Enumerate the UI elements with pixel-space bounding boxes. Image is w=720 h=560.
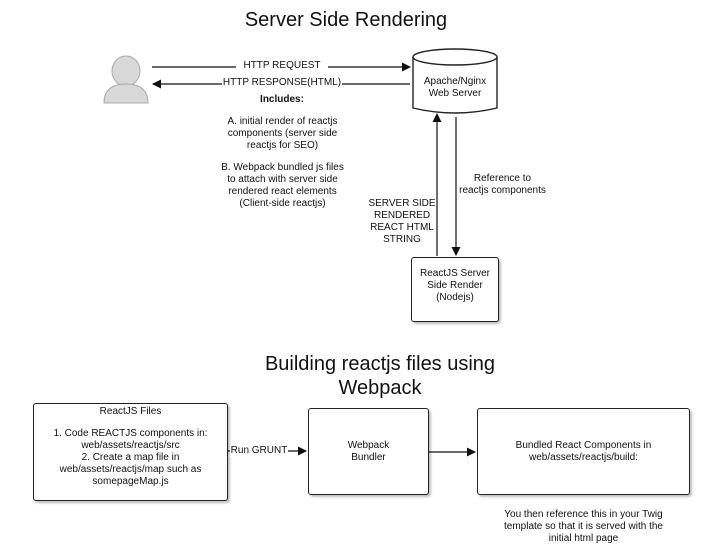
web-server-label: Apache/Nginx Web Server xyxy=(423,76,487,99)
node-render-box: ReactJS Server Side Render (Nodejs) xyxy=(411,257,499,322)
node-render-label: ReactJS Server Side Render (Nodejs) xyxy=(419,268,491,303)
ssr-title: Server Side Rendering xyxy=(244,9,448,31)
web-server-cylinder xyxy=(412,48,498,114)
http-response-label: HTTP RESPONSE(HTML) xyxy=(222,77,342,89)
http-request-label: HTTP REQUEST xyxy=(236,60,328,72)
build-title: Building reactjs files using Webpack xyxy=(264,353,496,399)
webpack-bundler-box: Webpack Bundler xyxy=(308,408,429,495)
reactjs-files-steps: 1. Code REACTJS components in: web/asset… xyxy=(53,428,208,487)
bundled-components-label: Bundled React Components in web/assets/r… xyxy=(515,440,652,463)
includes-item-b: B. Webpack bundled js files to attach wi… xyxy=(221,162,344,209)
bundled-components-box: Bundled React Components in web/assets/r… xyxy=(477,408,690,495)
webpack-bundler-label: Webpack Bundler xyxy=(347,440,390,463)
reactjs-files-heading: ReactJS Files xyxy=(99,406,162,417)
run-grunt-label: Run GRUNT xyxy=(230,445,288,457)
rendered-html-label: SERVER SIDE RENDERED REACT HTML STRING xyxy=(368,198,436,245)
includes-heading: Includes: xyxy=(260,94,304,105)
reactjs-files-box: ReactJS Files 1. Code REACTJS components… xyxy=(33,403,228,501)
twig-reference-note: You then reference this in your Twig tem… xyxy=(504,509,663,544)
user-icon xyxy=(103,55,149,104)
reference-label: Reference to reactjs components xyxy=(459,173,546,196)
includes-item-a: A. initial render of reactjs components … xyxy=(227,116,338,151)
